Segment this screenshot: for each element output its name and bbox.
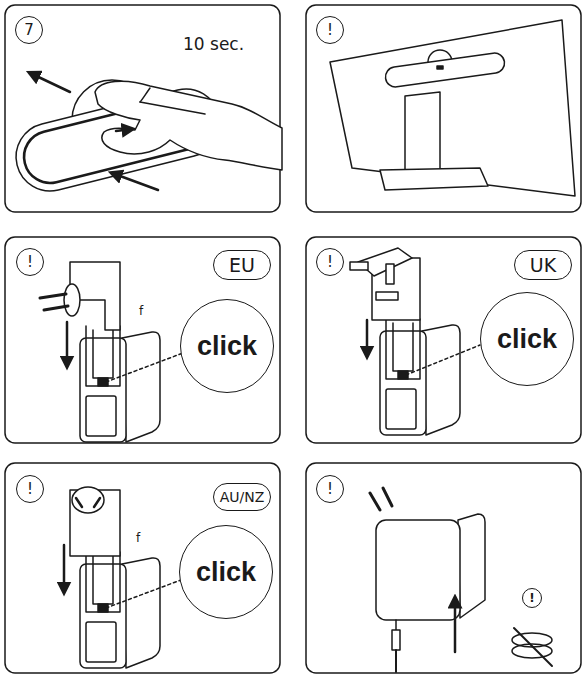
part-label: f [139, 304, 143, 318]
slide-arrow [63, 545, 66, 592]
slide-arrow [66, 322, 69, 366]
insert-arrow [454, 598, 457, 652]
monitor-back [330, 20, 575, 196]
node-text: ! [327, 482, 333, 497]
power-adapter [80, 326, 160, 442]
warning-triangle: ! [488, 580, 576, 672]
plug-pin [386, 264, 394, 284]
press-arrow [116, 129, 132, 131]
part-label: f [136, 531, 140, 545]
warning-badge: ! [316, 475, 344, 503]
leader-line [406, 345, 480, 375]
slide-arrow [366, 320, 369, 356]
region-badge: AU/NZ [213, 483, 271, 511]
plug-pin [76, 498, 82, 507]
hand-finger-line [140, 102, 205, 114]
node-text: ! [27, 255, 33, 270]
click-callout: click [179, 525, 273, 619]
cable-plug [392, 630, 400, 650]
soundbar-body [384, 52, 506, 89]
move-arrow [112, 173, 158, 190]
eu-plug [64, 284, 80, 316]
monitor-stand [405, 92, 440, 172]
warning-badge: ! [16, 248, 44, 276]
warning-triangle-outline [488, 580, 516, 608]
warning-triangle-outline [491, 583, 516, 608]
node-text: AU/NZ [220, 490, 265, 504]
panel-frame [306, 5, 581, 212]
warning-badge: ! [16, 475, 44, 503]
hand [95, 81, 282, 170]
node-text: ! [327, 255, 333, 270]
panel-frame [5, 237, 280, 443]
au-plug [72, 487, 104, 513]
node-text: click [196, 559, 256, 586]
leader-line [106, 580, 181, 608]
panel-frame [5, 463, 280, 673]
adapter-side [458, 514, 485, 618]
plug-pin [376, 292, 398, 300]
warning-mark: ! [522, 588, 542, 608]
cable [395, 650, 397, 672]
cable-tip [395, 620, 397, 630]
monitor-base [380, 168, 488, 190]
click-callout: click [480, 292, 574, 386]
step-number: 7 [15, 16, 43, 44]
plug-pin [94, 498, 100, 507]
node-text: ! [327, 23, 333, 38]
panel-frame [306, 463, 581, 673]
node-text: 7 [24, 23, 34, 38]
node-text: click [197, 333, 257, 360]
leader-line [106, 353, 183, 382]
node-text: click [497, 326, 557, 353]
region-badge: UK [514, 250, 572, 280]
node-text: EU [229, 256, 255, 275]
adapter-front [376, 520, 460, 620]
plug-pin [350, 262, 368, 270]
prohibition-stroke [514, 628, 552, 666]
move-arrow [30, 73, 70, 92]
warning-badge: ! [316, 248, 344, 276]
power-adapter [80, 552, 160, 668]
warning-badge: ! [316, 16, 344, 44]
duration-label: 10 sec. [183, 34, 244, 54]
plug-pin [44, 306, 68, 310]
power-adapter [380, 319, 460, 435]
node-text: UK [530, 256, 556, 275]
plug-pin [383, 488, 392, 506]
panel-frame [306, 237, 581, 443]
click-callout: click [180, 299, 274, 393]
plug-pin [370, 493, 380, 510]
plug-pin [40, 294, 66, 298]
node-text: ! [27, 482, 33, 497]
hand-finger-line [140, 88, 150, 102]
region-badge: EU [213, 250, 271, 280]
soundbar-mark [437, 66, 443, 69]
